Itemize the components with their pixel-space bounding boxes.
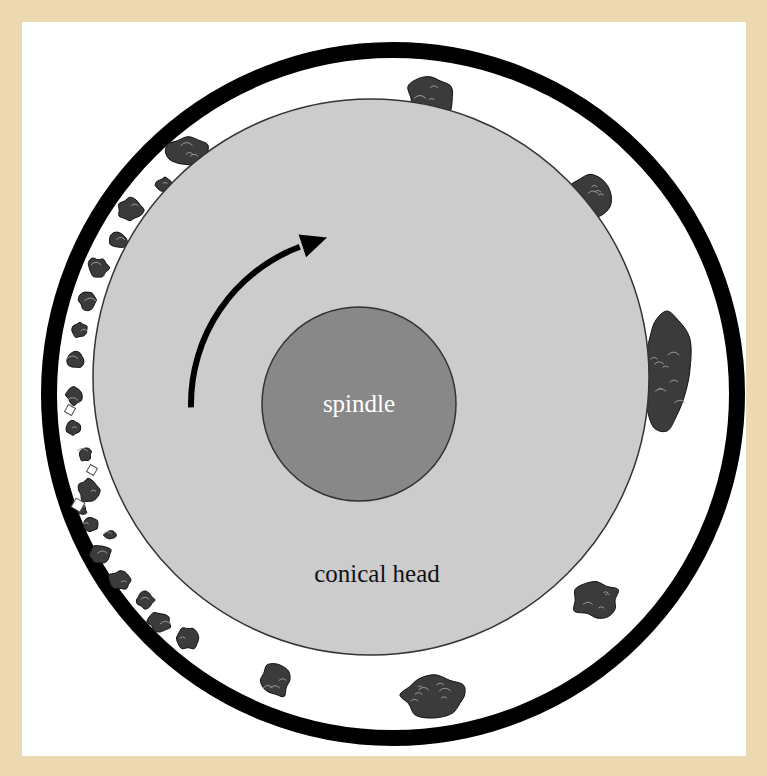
rock-texture <box>414 95 426 98</box>
rock-group <box>65 77 692 718</box>
part-label-inner: spindle <box>323 390 395 418</box>
rock <box>72 322 87 337</box>
rock-texture <box>441 697 447 699</box>
rock-texture <box>270 686 279 688</box>
rock-texture <box>663 366 669 368</box>
rock-texture <box>77 448 88 451</box>
rock <box>118 197 144 220</box>
rock-texture <box>116 237 124 239</box>
rock-texture <box>437 683 444 685</box>
rock-texture <box>67 356 78 359</box>
rock-texture <box>180 637 186 638</box>
rock-texture <box>588 191 598 194</box>
rock <box>177 628 199 649</box>
arrow-head <box>299 234 327 257</box>
rock-texture <box>91 490 96 491</box>
rock-texture <box>419 687 429 690</box>
rock-texture <box>439 688 450 691</box>
rock-texture <box>104 532 112 534</box>
rock-texture <box>655 389 666 392</box>
rock-texture <box>668 352 680 355</box>
rock-texture <box>84 298 96 301</box>
rock-texture <box>430 86 438 88</box>
rock <box>66 420 81 435</box>
rock <box>78 292 96 311</box>
rock-texture <box>141 597 149 599</box>
rock <box>110 232 128 247</box>
rock-fragment <box>87 465 98 476</box>
rock-texture <box>605 594 609 595</box>
rock-texture <box>429 98 434 99</box>
rock-texture <box>67 398 78 401</box>
rock-texture <box>91 262 101 264</box>
rock-texture <box>583 602 593 604</box>
rock-texture <box>654 362 663 364</box>
rock-texture <box>181 143 193 146</box>
rock-fragment <box>71 498 85 512</box>
rock-texture <box>598 194 604 195</box>
conical-head-circle: conical head spindle <box>92 98 650 656</box>
rock-texture <box>163 182 167 183</box>
rock-texture <box>279 679 286 681</box>
rock <box>147 613 171 632</box>
rock-texture <box>411 699 419 701</box>
part-label: conical head <box>314 560 440 588</box>
rock <box>88 258 109 277</box>
rock-texture <box>591 185 597 186</box>
rock-texture <box>81 329 88 331</box>
rock-fragment <box>65 405 76 416</box>
rock-texture <box>160 621 171 624</box>
rock <box>260 664 290 697</box>
rock <box>109 571 131 589</box>
rock <box>66 387 83 406</box>
rock-texture <box>190 154 198 156</box>
rock <box>574 582 619 619</box>
rock-texture <box>121 581 127 582</box>
spindle-circle: spindle <box>261 306 457 502</box>
rock-texture <box>418 686 422 687</box>
rock-texture <box>674 400 685 403</box>
rock <box>67 351 84 367</box>
rock <box>103 531 116 539</box>
rock-texture <box>604 592 608 593</box>
rock-texture <box>131 204 138 206</box>
rock-texture <box>72 427 77 428</box>
rock-texture <box>84 523 89 524</box>
rock <box>136 591 155 609</box>
rock <box>400 675 465 718</box>
rock <box>84 518 98 532</box>
rock-texture <box>97 551 107 553</box>
circle-fill <box>262 307 456 501</box>
rock-texture <box>598 607 604 608</box>
rock <box>78 478 100 501</box>
rock <box>79 448 91 461</box>
rock-texture <box>670 380 678 382</box>
crusher-bowl-ring <box>49 50 737 738</box>
rock-texture <box>415 693 422 695</box>
rock <box>89 546 111 563</box>
rock-texture <box>186 153 193 155</box>
rock-texture <box>650 357 657 359</box>
circle-fill <box>93 99 649 655</box>
